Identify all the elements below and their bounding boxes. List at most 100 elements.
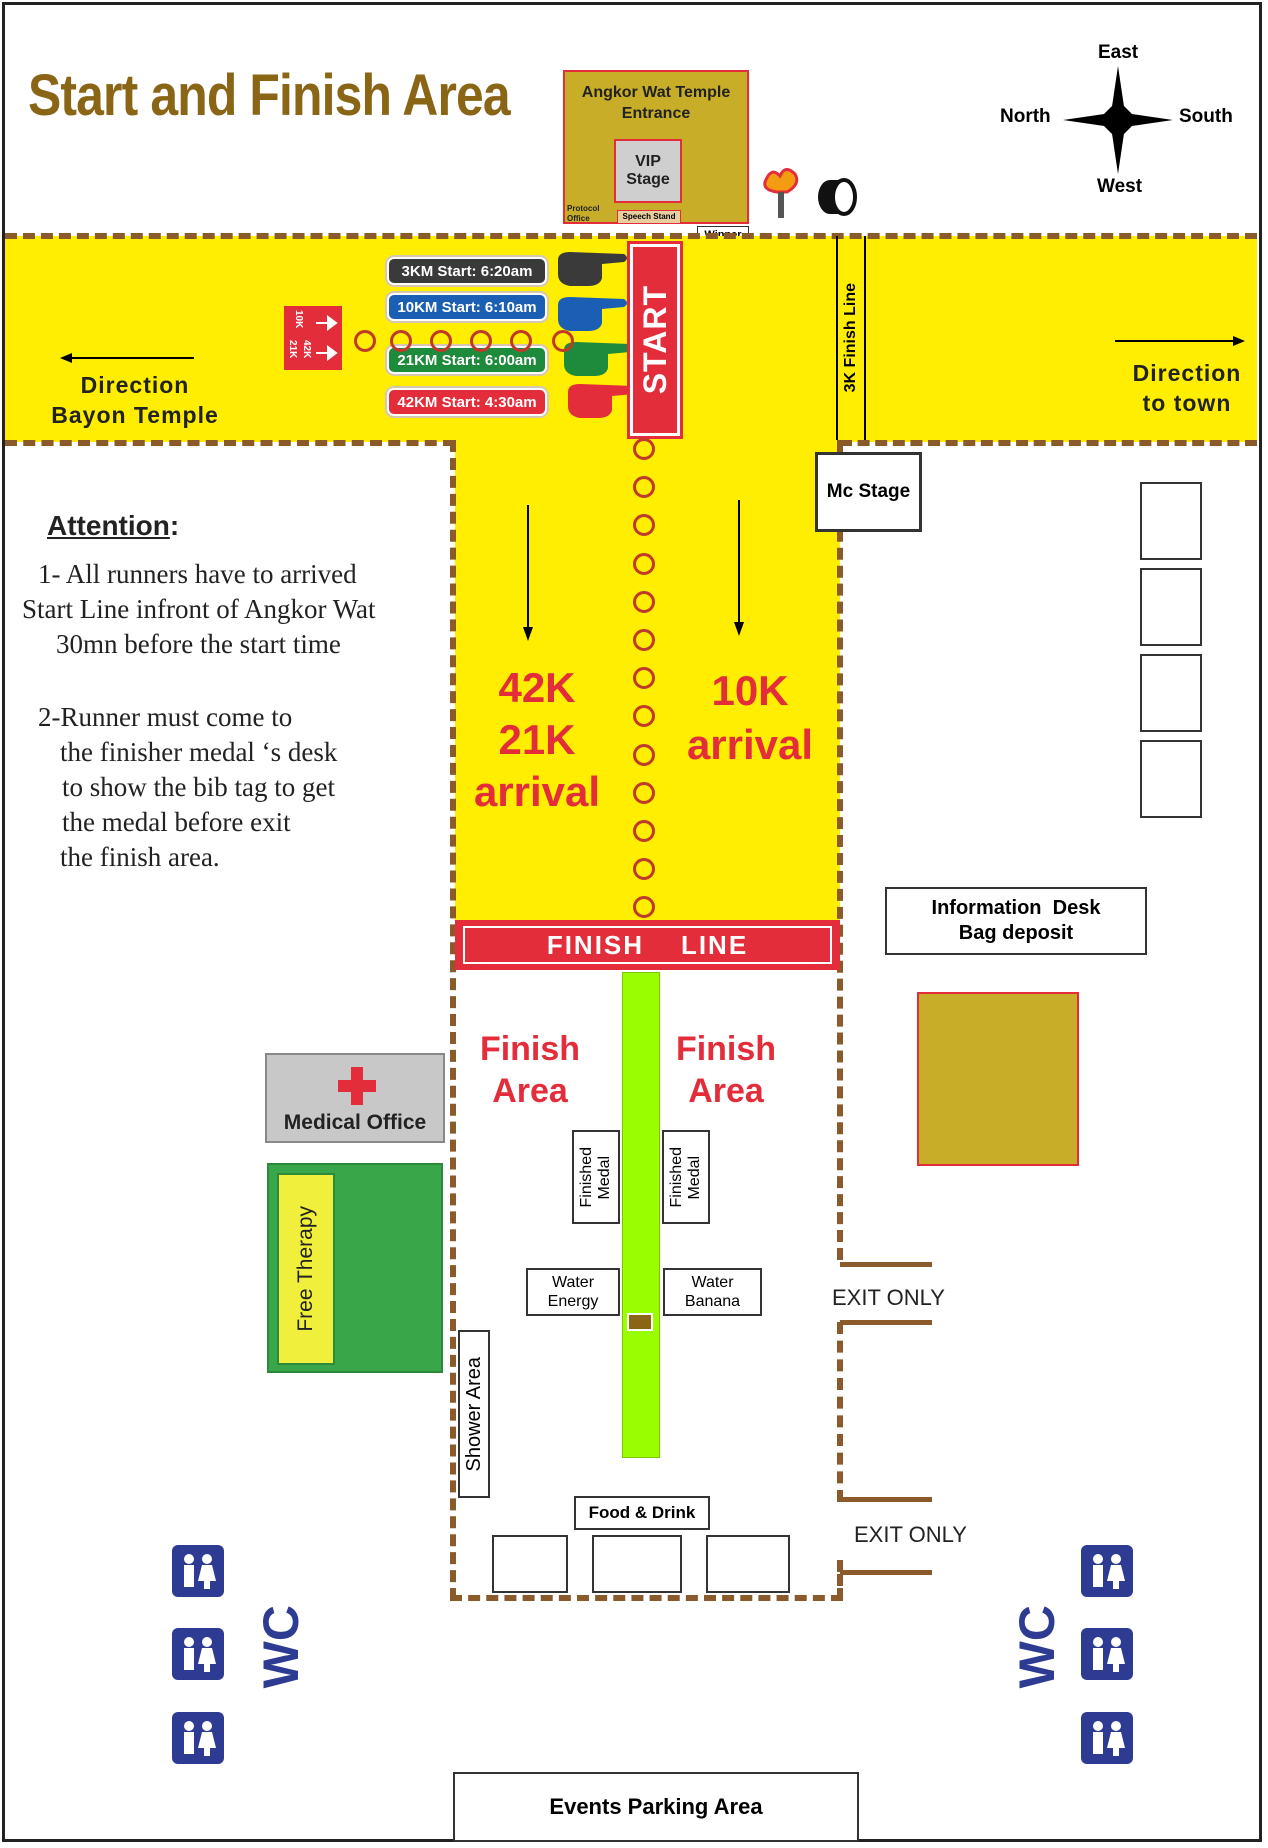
water-banana-station: Water Banana bbox=[663, 1268, 762, 1316]
exit-line-4 bbox=[840, 1570, 932, 1575]
attention-p1-line1: 1- All runners have to arrived bbox=[38, 559, 357, 589]
food-stall bbox=[706, 1535, 790, 1593]
compass: East North South West bbox=[995, 40, 1245, 200]
finished-medal-desk-right: Finished Medal bbox=[662, 1130, 710, 1224]
wc-left-label: WC bbox=[253, 1605, 309, 1689]
chute-border-right-lower bbox=[837, 1560, 843, 1600]
sign-10k-label: 10K bbox=[293, 310, 304, 329]
cone-marker bbox=[633, 552, 655, 575]
attention-p2-line3: to show the bib tag to get bbox=[62, 772, 335, 802]
attention-heading: Attention bbox=[47, 510, 170, 541]
hand-21km-icon bbox=[564, 342, 633, 376]
finish-line-banner: FINISH LINE bbox=[455, 920, 840, 970]
cone-marker bbox=[633, 590, 655, 613]
protocol-office-label: Protocol Office bbox=[567, 204, 600, 223]
free-therapy-area: Free Therapy bbox=[267, 1163, 443, 1373]
finish-area-border-bottom bbox=[450, 1595, 843, 1601]
hand-42km-icon bbox=[568, 384, 637, 418]
sign-arrow-up-icon bbox=[316, 315, 338, 331]
toilet-man-woman-icon bbox=[1093, 1637, 1125, 1672]
finish-area-left-line1: Finish bbox=[479, 1030, 581, 1068]
tent-box bbox=[1140, 482, 1202, 560]
arrival-right-word: arrival bbox=[686, 721, 814, 768]
direction-bayon-line1: Direction bbox=[80, 372, 190, 398]
chute-border-right-mid bbox=[837, 1322, 843, 1502]
cone-marker bbox=[510, 330, 532, 352]
tent-box bbox=[1140, 568, 1202, 646]
temple-entrance-label: Angkor Wat Temple Entrance bbox=[581, 84, 731, 122]
speech-stand: Speech Stand bbox=[617, 210, 681, 224]
events-parking-area: Events Parking Area bbox=[453, 1772, 859, 1842]
direction-town-line2: to town bbox=[1142, 390, 1232, 416]
cone-marker bbox=[354, 330, 376, 352]
temple-entrance: Angkor Wat Temple Entrance VIP Stage Pro… bbox=[563, 70, 749, 224]
direction-town-label: Direction to town bbox=[1112, 358, 1262, 418]
arrival-42k-21k: 42K 21K arrival bbox=[462, 662, 612, 818]
food-stall bbox=[492, 1535, 568, 1593]
free-therapy-label: Free Therapy bbox=[294, 1206, 317, 1332]
exit-only-label-2: EXIT ONLY bbox=[854, 1522, 967, 1547]
food-stall bbox=[592, 1535, 682, 1593]
tent-box bbox=[1140, 654, 1202, 732]
center-divider bbox=[622, 972, 660, 1458]
drum-icon bbox=[818, 178, 857, 216]
arrow-down-icon bbox=[734, 500, 744, 636]
road-border-bottom-left bbox=[5, 440, 455, 446]
restroom-icon bbox=[1081, 1628, 1133, 1680]
finish-3k-label: 3K Finish Line bbox=[842, 283, 859, 393]
compass-east-label: East bbox=[1098, 42, 1139, 63]
torch-icon bbox=[763, 168, 799, 218]
arrow-down-icon bbox=[523, 505, 533, 641]
exit-line-1 bbox=[840, 1262, 932, 1267]
attention-p2-line5: the finish area. bbox=[60, 842, 220, 872]
tent-box bbox=[1140, 740, 1202, 818]
attention-p1-line2: Start Line infront of Angkor Wat bbox=[22, 594, 376, 624]
sign-arrow-up-icon-2 bbox=[316, 345, 338, 361]
arrow-right-icon bbox=[1115, 336, 1245, 346]
arrival-10k-label: 10K bbox=[711, 667, 789, 714]
cone-marker bbox=[633, 820, 655, 842]
cone-marker bbox=[470, 330, 492, 352]
toilet-man-woman-icon bbox=[1093, 1721, 1125, 1756]
start-42km-label: 42KM Start: 4:30am bbox=[387, 388, 547, 416]
sign-21k-label: 21K bbox=[287, 340, 298, 359]
info-desk-line1: Information Desk bbox=[931, 897, 1101, 919]
exit-line-2 bbox=[840, 1320, 932, 1325]
timing-mat bbox=[627, 1313, 653, 1331]
start-distance-sign: 10K 42K 21K bbox=[284, 306, 342, 370]
restroom-icon bbox=[1081, 1545, 1133, 1597]
attention-notice: Attention: 1- All runners have to arrive… bbox=[22, 508, 442, 875]
attention-p2-line1: 2-Runner must come to bbox=[38, 702, 293, 732]
compass-north-label: North bbox=[1000, 106, 1051, 127]
finish-line-inner: FINISH LINE bbox=[463, 926, 832, 964]
cone-marker bbox=[633, 781, 655, 804]
water-energy-line2: Energy bbox=[547, 1293, 599, 1310]
finish-area-left: Finish Area bbox=[460, 1028, 600, 1112]
cone-marker bbox=[633, 438, 655, 460]
cone-marker bbox=[633, 629, 655, 651]
water-energy-line1: Water bbox=[551, 1274, 595, 1291]
attention-p2-line4: the medal before exit bbox=[62, 807, 291, 837]
finish-line-label: FINISH LINE bbox=[546, 929, 749, 960]
vip-stage: VIP Stage bbox=[614, 139, 682, 203]
toilet-man-woman-icon bbox=[1093, 1554, 1125, 1589]
chute-border-right-upper bbox=[837, 440, 843, 1260]
mc-stage: Mc Stage bbox=[815, 452, 922, 532]
water-banana-line2: Banana bbox=[684, 1293, 741, 1310]
road-border-top bbox=[5, 233, 1257, 239]
finish-area-right: Finish Area bbox=[656, 1028, 796, 1112]
finished-medal-desk-left: Finished Medal bbox=[572, 1130, 620, 1224]
exit-line-3 bbox=[840, 1497, 932, 1502]
cone-marker bbox=[633, 705, 655, 728]
restroom-icon bbox=[172, 1628, 224, 1680]
medical-office-label: Medical Office bbox=[283, 1111, 427, 1134]
wc-right-label: WC bbox=[1009, 1605, 1065, 1689]
direction-bayon-label: Direction Bayon Temple bbox=[30, 370, 240, 430]
exit-only-label-1: EXIT ONLY bbox=[832, 1285, 945, 1310]
sign-42k-label: 42K bbox=[301, 340, 312, 359]
olive-zone bbox=[917, 992, 1079, 1166]
therapy-bed: Free Therapy bbox=[277, 1173, 335, 1365]
shower-area: Shower Area bbox=[458, 1330, 490, 1498]
cone-marker bbox=[430, 330, 452, 352]
restroom-icon bbox=[1081, 1712, 1133, 1764]
